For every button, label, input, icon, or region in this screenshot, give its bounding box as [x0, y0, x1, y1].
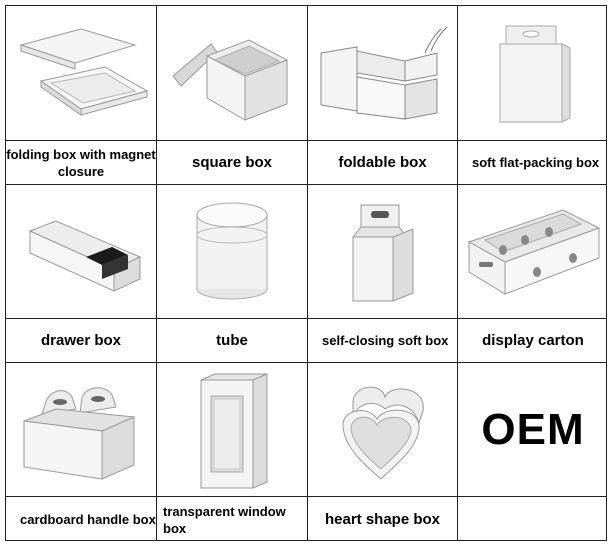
oem-text: OEM	[481, 404, 585, 454]
drawer-box-image	[6, 185, 156, 318]
soft-flat-packing-box-image	[458, 6, 608, 140]
empty-cell	[458, 497, 608, 542]
product-label: display carton	[482, 332, 584, 349]
heart-shape-box-image	[308, 363, 457, 496]
product-label: tube	[216, 332, 248, 349]
foldable-box-image	[308, 6, 457, 140]
product-label: heart shape box	[324, 511, 441, 528]
grid-line	[6, 362, 606, 363]
folding-box-image	[6, 6, 156, 140]
grid-line	[6, 184, 606, 185]
square-box-image	[157, 6, 307, 140]
grid-line	[156, 6, 157, 540]
grid-line	[6, 496, 606, 497]
transparent-window-box-image	[157, 363, 307, 496]
product-label: self-closing soft box	[322, 333, 449, 348]
product-label: transparent window box	[163, 503, 286, 536]
product-label: cardboard handle box	[20, 512, 156, 527]
product-label: soft flat-packing box	[472, 155, 600, 170]
product-label: folding box with magnet closure	[6, 146, 156, 179]
self-closing-soft-box-image	[308, 185, 457, 318]
grid-line	[6, 140, 606, 141]
grid-line	[457, 6, 458, 540]
display-carton-image	[458, 185, 608, 318]
grid-line	[6, 318, 606, 319]
product-label: drawer box	[40, 332, 122, 349]
grid-line	[307, 6, 308, 540]
product-label: foldable box	[338, 154, 427, 171]
tube-image	[157, 185, 307, 318]
product-label: square box	[191, 154, 273, 171]
product-grid: folding box with magnet closure square b…	[5, 5, 607, 541]
cardboard-handle-box-image	[6, 363, 156, 496]
